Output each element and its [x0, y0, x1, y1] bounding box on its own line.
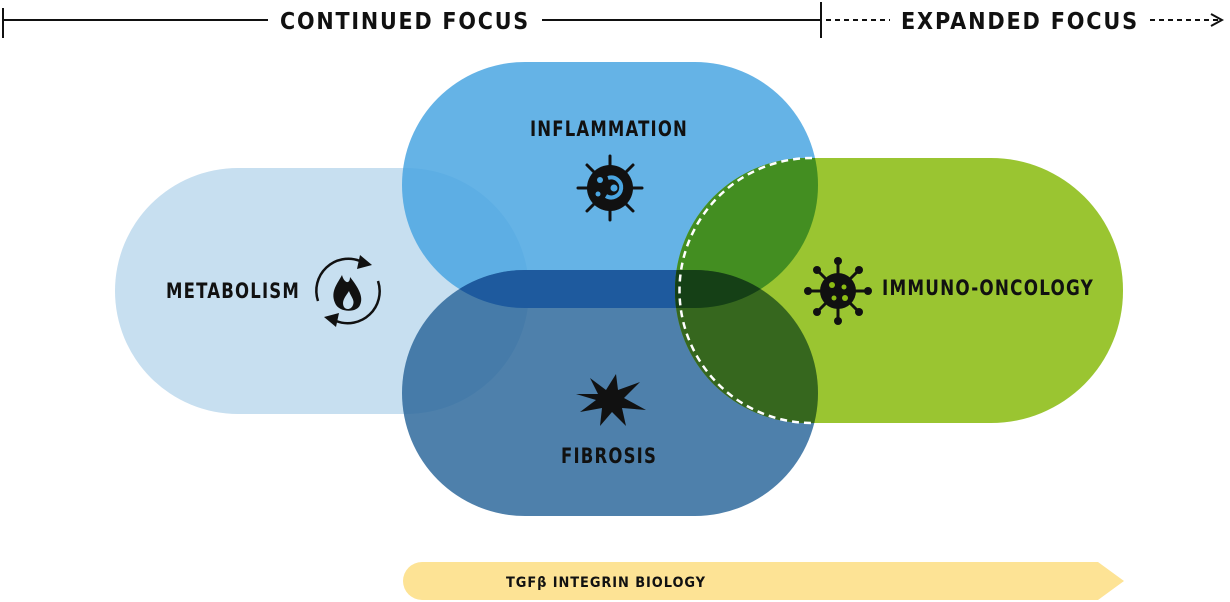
inflammation-label: INFLAMMATION: [530, 117, 688, 141]
header-timeline: CONTINUED FOCUS EXPANDED FOCUS: [2, 2, 1222, 38]
immuno-oncology-label: IMMUNO-ONCOLOGY: [882, 276, 1094, 300]
flame-cycle-icon: [315, 255, 381, 327]
metabolism-label: METABOLISM: [166, 279, 300, 303]
immune-cell-icon: [576, 154, 644, 222]
fibrosis-label: FIBROSIS: [561, 444, 657, 468]
fibroblast-icon: [576, 374, 646, 426]
tgfb-integrin-label: TGFβ INTEGRIN BIOLOGY: [506, 575, 706, 591]
continued-focus-label: CONTINUED FOCUS: [280, 9, 530, 35]
virus-icon: [804, 257, 872, 325]
tgfb-integrin-bar: [403, 562, 1124, 600]
immuno-oncology-dashed-edge: [678, 156, 813, 425]
expanded-focus-label: EXPANDED FOCUS: [901, 9, 1139, 35]
